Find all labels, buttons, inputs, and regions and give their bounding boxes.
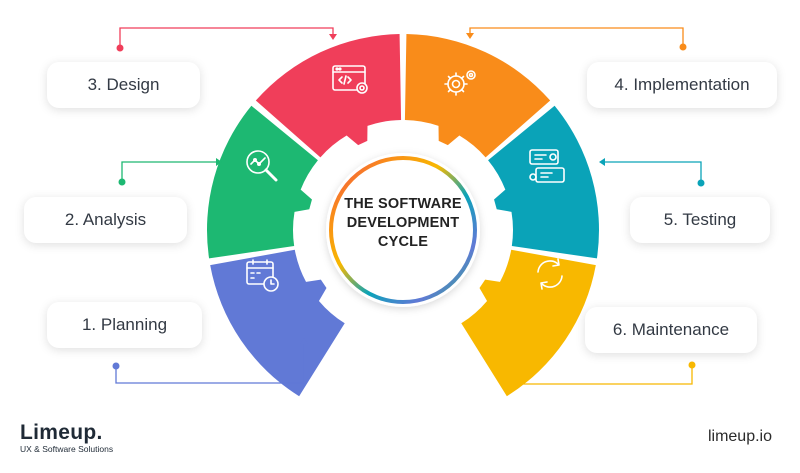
website-url: limeup.io bbox=[707, 428, 772, 445]
center-ring bbox=[329, 156, 477, 304]
ring-segment-planning bbox=[210, 249, 345, 397]
center-circle bbox=[326, 153, 480, 307]
step-label-implementation: 4. Implementation bbox=[587, 62, 777, 108]
center-title: THE SOFTWARE DEVELOPMENT CYCLE bbox=[338, 195, 468, 252]
connector-dot-maintenance bbox=[688, 361, 696, 369]
step-label-analysis: 2. Analysis bbox=[24, 197, 187, 243]
step-label-maintenance: 6. Maintenance bbox=[585, 307, 757, 353]
calendar-clock-icon bbox=[246, 259, 279, 292]
limeup-logo: Limeup. UX & Software Solutions bbox=[20, 421, 113, 454]
connector-planning bbox=[115, 342, 305, 384]
step-text-testing: 5. Testing bbox=[663, 210, 737, 229]
step-label-testing: 5. Testing bbox=[630, 197, 770, 243]
connector-dot-planning bbox=[112, 362, 120, 370]
center-title-line3: CYCLE bbox=[377, 234, 429, 250]
magnifier-chart-icon bbox=[246, 150, 278, 182]
connector-analysis bbox=[121, 161, 218, 181]
connector-dot-design bbox=[116, 44, 124, 52]
connector-implementation bbox=[469, 27, 684, 46]
logo-name: Limeup. bbox=[20, 421, 103, 444]
connector-design bbox=[119, 27, 334, 47]
step-label-planning: 1. Planning bbox=[47, 302, 202, 348]
connector-dot-analysis bbox=[118, 178, 126, 186]
connector-dot-testing bbox=[697, 179, 705, 187]
step-label-design: 3. Design bbox=[47, 62, 200, 108]
step-text-design: 3. Design bbox=[87, 75, 160, 94]
connector-testing bbox=[602, 161, 702, 182]
connector-maintenance bbox=[504, 342, 693, 385]
connector-dot-implementation bbox=[679, 43, 687, 51]
gears-icon bbox=[444, 70, 476, 96]
step-text-maintenance: 6. Maintenance bbox=[612, 320, 730, 339]
ring-segment-implementation bbox=[404, 34, 551, 158]
code-window-icon bbox=[332, 65, 368, 94]
step-text-implementation: 4. Implementation bbox=[614, 75, 750, 94]
ring-segment-maintenance bbox=[461, 249, 596, 397]
step-text-analysis: 2. Analysis bbox=[64, 210, 147, 229]
checklist-icon bbox=[529, 149, 565, 183]
refresh-cycle-icon bbox=[537, 258, 563, 290]
center-title-line2: DEVELOPMENT bbox=[346, 215, 460, 231]
logo-tagline: UX & Software Solutions bbox=[20, 444, 114, 454]
center-title-line1: THE SOFTWARE bbox=[344, 196, 462, 212]
ring-segment-design bbox=[255, 34, 402, 158]
ring-segment-analysis bbox=[207, 105, 318, 259]
step-text-planning: 1. Planning bbox=[81, 315, 168, 334]
